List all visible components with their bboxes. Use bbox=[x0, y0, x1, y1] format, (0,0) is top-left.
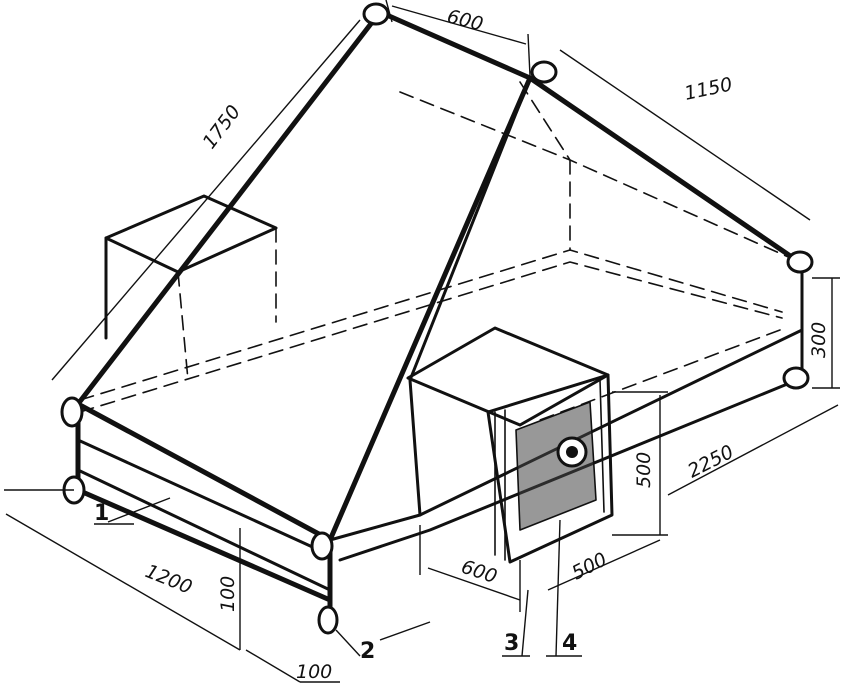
dim-back-slope: 1150 bbox=[682, 73, 734, 105]
dim-front-offset: 100 bbox=[296, 661, 332, 683]
callout-4: 4 bbox=[562, 631, 577, 656]
dim-floor-length: 2250 bbox=[684, 441, 737, 483]
dim-rear-height: 300 bbox=[808, 322, 830, 358]
dim-box-height: 500 bbox=[633, 452, 655, 488]
right-box bbox=[406, 326, 614, 564]
callout-3: 3 bbox=[504, 631, 519, 656]
dimension-lines bbox=[4, 0, 840, 683]
dim-ridge-length: 600 bbox=[445, 6, 486, 36]
dim-front-slope: 1750 bbox=[198, 101, 245, 153]
callout-2: 2 bbox=[360, 639, 375, 664]
grommets bbox=[60, 2, 814, 635]
dim-box-depth: 500 bbox=[568, 548, 610, 584]
dim-entrance-width: 600 bbox=[458, 556, 499, 588]
floor-outline bbox=[79, 81, 805, 421]
dim-front-height: 100 bbox=[217, 576, 239, 612]
callout-leaders bbox=[94, 497, 582, 657]
dim-tent-width: 1200 bbox=[142, 560, 195, 599]
callout-1: 1 bbox=[94, 501, 109, 526]
